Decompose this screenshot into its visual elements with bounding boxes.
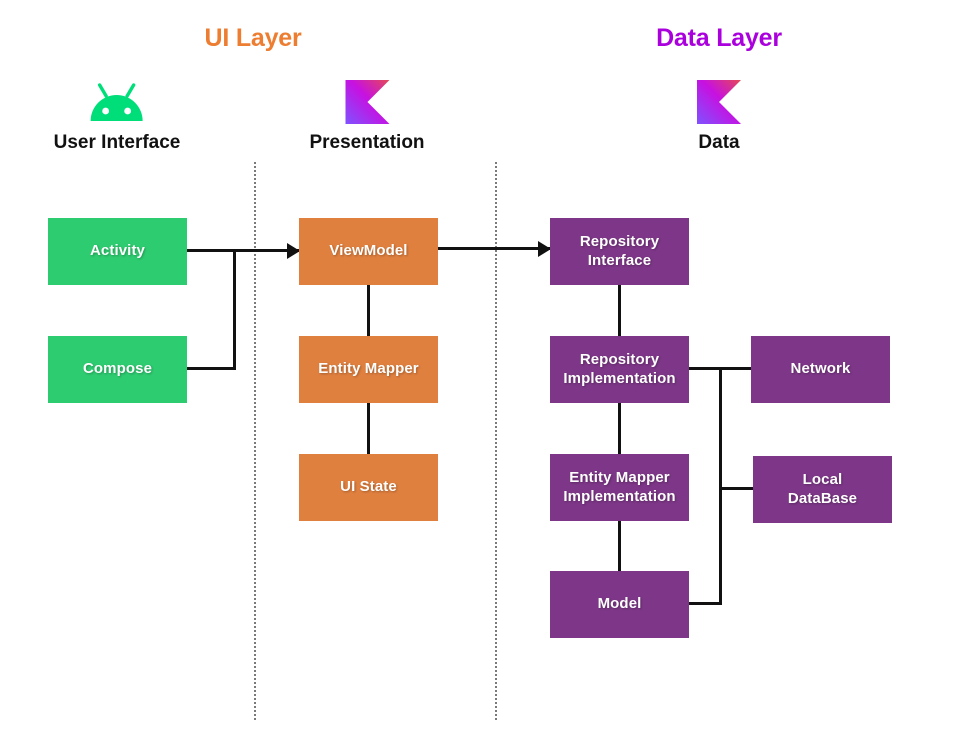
node-model[interactable]: Model: [550, 571, 689, 638]
kotlin-logo-icon: [309, 80, 424, 126]
edge-viewmodel-to-repository-interface: [438, 247, 551, 250]
column-header-data: Data: [697, 80, 741, 154]
node-label-network: Network: [790, 360, 851, 378]
kotlin-logo-icon: [697, 80, 741, 126]
edge-viewmodel-to-entity-mapper: [367, 284, 370, 337]
edge-model-to-bus: [688, 602, 722, 605]
edge-entity-mapper-impl-to-model: [618, 520, 621, 572]
edge-bus-to-local-database: [719, 487, 754, 490]
edge-compose-to-junction: [187, 367, 236, 370]
node-ui-state[interactable]: UI State: [299, 454, 438, 521]
column-header-presentation: Presentation: [309, 80, 425, 154]
node-compose[interactable]: Compose: [48, 336, 187, 403]
arrowhead-to-repository-interface: [538, 241, 551, 257]
edge-data-source-bus: [719, 367, 722, 605]
node-label-line-2: Interface: [587, 251, 652, 269]
node-label-entity-mapper-implementation: Entity Mapper Implementation: [563, 469, 675, 507]
node-label-repository-implementation: Repository Implementation: [563, 351, 675, 389]
column-label-user-interface: User Interface: [53, 132, 181, 153]
edge-entity-mapper-to-ui-state: [367, 400, 370, 455]
node-label-line-1: Repository: [579, 350, 660, 368]
data-layer-title: Data Layer: [656, 24, 782, 52]
node-label-compose: Compose: [82, 360, 153, 378]
layer-divider-left: [254, 162, 256, 720]
edge-repository-interface-to-implementation: [618, 284, 621, 337]
column-label-data: Data: [698, 132, 740, 153]
node-activity[interactable]: Activity: [48, 218, 187, 285]
node-local-database[interactable]: Local DataBase: [753, 456, 892, 523]
node-label-viewmodel: ViewModel: [329, 242, 408, 260]
edge-repository-implementation-to-entity-mapper-impl: [618, 400, 621, 457]
column-header-user-interface: User Interface: [53, 80, 181, 154]
node-label-line-1: Local: [802, 470, 843, 488]
arrowhead-to-viewmodel: [287, 243, 300, 259]
edge-compose-riser: [233, 249, 236, 370]
node-label-line-1: Entity Mapper: [569, 468, 670, 486]
node-repository-interface[interactable]: Repository Interface: [550, 218, 689, 285]
node-label-line-2: DataBase: [787, 489, 858, 507]
node-network[interactable]: Network: [751, 336, 890, 403]
node-label-repository-interface: Repository Interface: [580, 233, 659, 271]
node-label-ui-state: UI State: [340, 478, 397, 496]
node-label-line-1: Repository: [579, 232, 660, 250]
node-entity-mapper-implementation[interactable]: Entity Mapper Implementation: [550, 454, 689, 521]
node-label-line-2: Implementation: [563, 487, 676, 505]
node-label-model: Model: [597, 595, 642, 613]
node-label-line-2: Implementation: [563, 369, 676, 387]
node-entity-mapper[interactable]: Entity Mapper: [299, 336, 438, 403]
layer-divider-right: [495, 162, 497, 720]
node-label-local-database: Local DataBase: [788, 471, 857, 509]
node-viewmodel[interactable]: ViewModel: [299, 218, 438, 285]
node-repository-implementation[interactable]: Repository Implementation: [550, 336, 689, 403]
node-label-activity: Activity: [90, 242, 145, 260]
edge-activity-to-viewmodel: [187, 249, 300, 252]
android-robot-icon: [54, 80, 181, 126]
column-label-presentation: Presentation: [309, 132, 425, 153]
node-label-entity-mapper: Entity Mapper: [318, 360, 419, 378]
ui-layer-title: UI Layer: [204, 24, 302, 52]
